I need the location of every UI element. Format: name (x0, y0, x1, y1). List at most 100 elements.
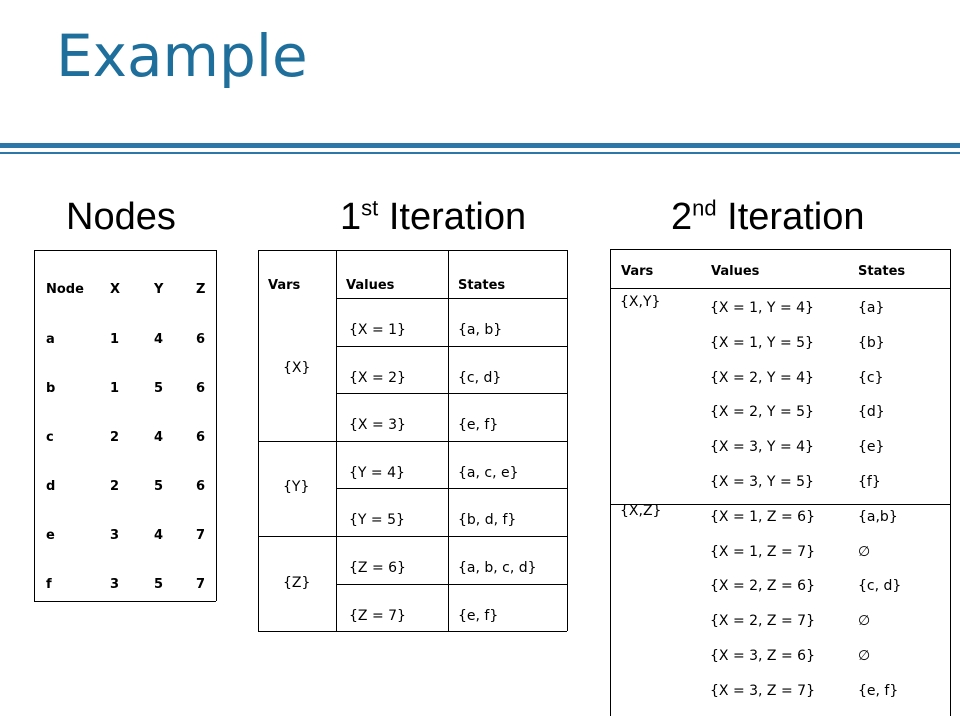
values-cell: {X = 1, Y = 5} (710, 335, 814, 351)
table-cell: 2 (110, 430, 120, 445)
column-header: Vars (621, 264, 654, 279)
table-border-bottom (34, 601, 216, 602)
states-cell: {a, b, c, d} (458, 560, 537, 576)
table-cell: 1 (110, 332, 120, 347)
states-cell: {a, b} (458, 322, 503, 338)
states-cell: {a, c, e} (458, 465, 519, 481)
table-border-right (950, 249, 951, 716)
table-cell: 3 (110, 577, 120, 592)
table-cell: 4 (154, 430, 164, 445)
table-border-left (258, 250, 259, 631)
row-divider (336, 488, 567, 489)
column-divider (336, 250, 337, 631)
title-divider-thick (0, 143, 960, 148)
header-divider (610, 288, 950, 289)
states-cell: ∅ (858, 613, 871, 629)
table-border-left (610, 249, 611, 716)
values-cell: {X = 1} (349, 322, 406, 338)
values-cell: {X = 3, Y = 5} (710, 474, 814, 490)
values-cell: {X = 3, Z = 6} (710, 648, 815, 664)
table-cell: 4 (154, 528, 164, 543)
column-header: States (458, 278, 506, 293)
table-border-bottom (258, 631, 567, 632)
values-cell: {X = 1, Z = 6} (710, 509, 815, 525)
vars-cell: {X,Y} (620, 294, 661, 310)
table-cell: 6 (196, 332, 206, 347)
values-cell: {X = 3} (349, 417, 406, 433)
values-cell: {X = 3, Z = 7} (710, 683, 815, 699)
values-cell: {X = 1, Y = 4} (710, 300, 814, 316)
states-cell: {c, d} (458, 370, 502, 386)
table-cell: d (46, 479, 56, 494)
row-divider (336, 346, 567, 347)
states-cell: {d} (858, 404, 885, 420)
vars-cell: {X} (283, 360, 311, 376)
table-border-top (34, 250, 216, 251)
column-header: Z (196, 282, 206, 297)
table-cell: 4 (154, 332, 164, 347)
states-cell: {e} (858, 439, 885, 455)
table-cell: c (46, 430, 54, 445)
column-header: Vars (268, 278, 301, 293)
values-cell: {Z = 6} (349, 560, 406, 576)
values-cell: {Y = 4} (349, 465, 405, 481)
group-divider (258, 441, 336, 442)
row-divider (336, 584, 567, 585)
values-cell: {X = 2} (349, 370, 406, 386)
heading-2nd-iteration: 2nd Iteration (671, 195, 865, 238)
row-divider (336, 441, 567, 442)
table-cell: 1 (110, 381, 120, 396)
table-cell: a (46, 332, 55, 347)
values-cell: {X = 2, Y = 4} (710, 370, 814, 386)
heading-1st-iteration: 1st Iteration (340, 195, 527, 238)
table-border-right (567, 250, 568, 631)
states-cell: {a,b} (858, 509, 898, 525)
table-cell: 7 (196, 577, 206, 592)
column-header: Values (346, 278, 395, 293)
states-cell: {c, d} (858, 578, 902, 594)
table-cell: 3 (110, 528, 120, 543)
table-border-top (610, 249, 950, 250)
states-cell: {c} (858, 370, 884, 386)
heading-nodes: Nodes (66, 196, 176, 238)
values-cell: {X = 3, Y = 4} (710, 439, 814, 455)
table-border-top (258, 250, 567, 251)
column-divider (448, 250, 449, 631)
column-header: X (110, 282, 121, 297)
page-title: Example (56, 22, 308, 90)
states-cell: {f} (858, 474, 881, 490)
table-cell: 6 (196, 479, 206, 494)
values-cell: {X = 1, Z = 7} (710, 544, 815, 560)
table-cell: b (46, 381, 56, 396)
states-cell: {e, f} (458, 608, 499, 624)
states-cell: {b, d, f} (458, 512, 517, 528)
table-cell: e (46, 528, 55, 543)
table-cell: 5 (154, 381, 164, 396)
values-cell: {X = 2, Z = 7} (710, 613, 815, 629)
table-cell: f (46, 577, 52, 592)
row-divider (336, 536, 567, 537)
values-cell: {Z = 7} (349, 608, 406, 624)
column-header: Values (711, 264, 760, 279)
column-header: Node (46, 282, 84, 297)
vars-cell: {Y} (283, 479, 310, 495)
title-divider-thin (0, 152, 960, 154)
table-cell: 5 (154, 577, 164, 592)
states-cell: {b} (858, 335, 885, 351)
column-header: Y (154, 282, 164, 297)
table-cell: 6 (196, 430, 206, 445)
vars-cell: {Z} (283, 575, 311, 591)
vars-cell: {X,Z} (620, 503, 662, 519)
states-cell: ∅ (858, 648, 871, 664)
states-cell: ∅ (858, 544, 871, 560)
table-cell: 7 (196, 528, 206, 543)
table-border-left (34, 250, 35, 601)
table-cell: 2 (110, 479, 120, 494)
table-border-right (216, 250, 217, 601)
table-cell: 5 (154, 479, 164, 494)
states-cell: {e, f} (458, 417, 499, 433)
values-cell: {X = 2, Z = 6} (710, 578, 815, 594)
states-cell: {a} (858, 300, 885, 316)
column-header: States (858, 264, 906, 279)
row-divider (336, 298, 567, 299)
